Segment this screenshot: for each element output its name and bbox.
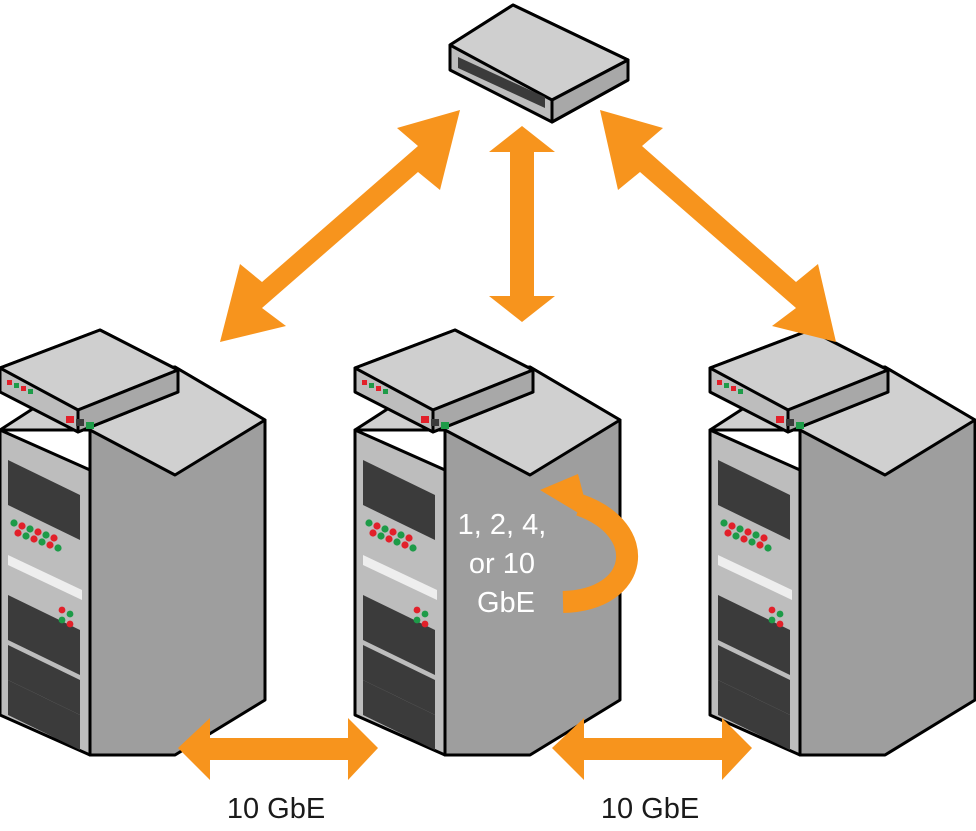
server-tower-icon xyxy=(0,328,267,757)
arrow-switch-to-middle-server xyxy=(489,126,555,322)
loopback-arrow xyxy=(540,474,639,613)
left-link-label: 10 GbE xyxy=(227,793,325,825)
arrow-switch-to-left-server xyxy=(220,110,460,342)
loopback-label-line-2: or 10 xyxy=(469,548,535,580)
loopback-label-line-1: 1, 2, 4, xyxy=(458,509,547,541)
arrow-switch-to-right-server xyxy=(600,110,836,342)
server-tower-icon xyxy=(708,328,976,757)
arrow-right-link xyxy=(552,718,752,780)
server-tower-icon xyxy=(353,328,622,757)
network-switch-icon xyxy=(448,3,630,124)
loopback-label-line-3: GbE xyxy=(477,587,535,619)
arrow-left-link xyxy=(178,718,378,780)
right-link-label: 10 GbE xyxy=(601,793,699,825)
loopback-label: 1, 2, 4, or 10 GbE xyxy=(458,509,555,619)
